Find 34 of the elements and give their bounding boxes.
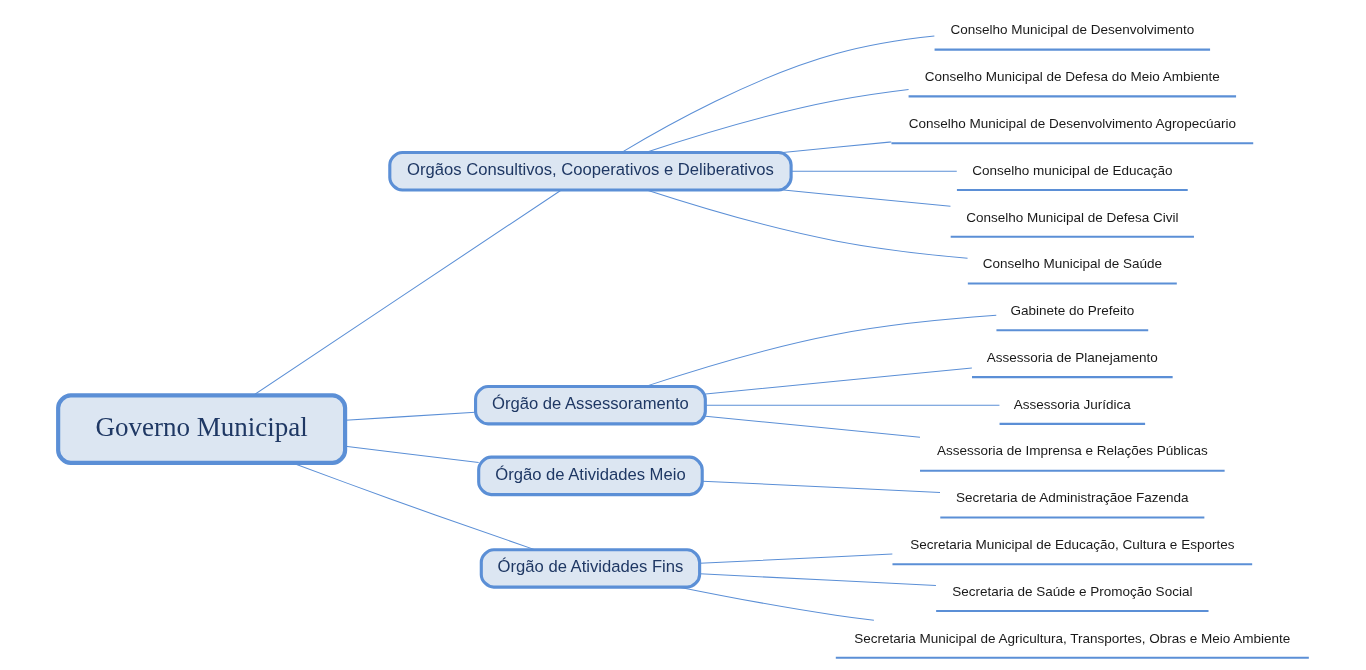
connector bbox=[678, 586, 874, 621]
connector bbox=[704, 367, 972, 395]
node-box: Governo Municipal bbox=[55, 393, 347, 465]
node-box: Orgãos Consultivos, Cooperativos e Deliberativos bbox=[387, 151, 793, 192]
connector bbox=[645, 189, 968, 259]
node-text: Secretaria de Administraçãoe Fazenda bbox=[955, 490, 1189, 506]
node-text: Assessoria Jurídica bbox=[1013, 396, 1131, 412]
connector bbox=[252, 189, 561, 396]
node-text: Secretaria de Saúde e Promoção Social bbox=[951, 583, 1192, 599]
node-text: Gabinete do Prefeito bbox=[1009, 303, 1134, 319]
connector bbox=[701, 480, 941, 493]
node-text: Conselho Municipal de Saúde bbox=[982, 256, 1162, 272]
connector bbox=[698, 573, 936, 587]
node-text: Conselho municipal de Educação bbox=[971, 162, 1173, 178]
connector bbox=[704, 415, 920, 438]
node-box: Órgão de Assessoramento bbox=[473, 384, 707, 426]
node-text: Secretaria Municipal de Agricultura, Transportes, Obras e Meio Ambiente bbox=[853, 630, 1290, 646]
node-box: Órgão de Atividades Meio bbox=[476, 455, 704, 497]
node-text: Assessoria de Planejamento bbox=[986, 349, 1158, 365]
connector bbox=[781, 141, 892, 154]
connector bbox=[704, 404, 1000, 406]
node-text: Assessoria de Imprensa e Relações Públicas bbox=[936, 443, 1208, 459]
node-text: Secretaria Municipal de Educação, Cultura e Esportes bbox=[909, 537, 1234, 553]
node-text: Conselho Municipal de Defesa Civil bbox=[965, 209, 1178, 225]
connector bbox=[698, 553, 893, 564]
node-text: Conselho Municipal de Defesa do Meio Ambiente bbox=[924, 69, 1220, 85]
connector bbox=[790, 170, 957, 172]
node-box: Órgão de Atividades Fins bbox=[479, 548, 701, 589]
connector bbox=[782, 189, 951, 207]
connector bbox=[344, 445, 479, 463]
node-text: Conselho Municipal de Desenvolvimento bbox=[949, 22, 1194, 38]
node-text: Conselho Municipal de Desenvolvimento Agropecúario bbox=[908, 116, 1236, 132]
connector bbox=[620, 35, 935, 153]
connector bbox=[344, 411, 476, 421]
